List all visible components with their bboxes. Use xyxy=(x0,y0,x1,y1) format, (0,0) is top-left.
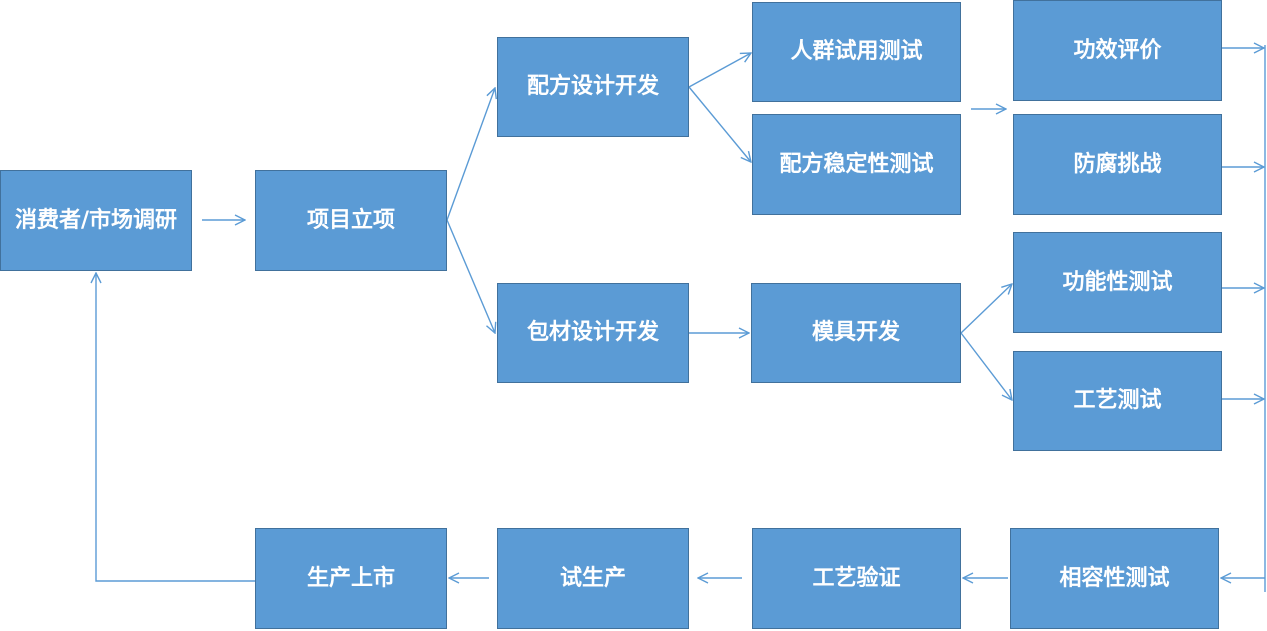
node-pack-dev-label: 包材设计开发 xyxy=(526,320,659,345)
node-project-init: 项目立项 xyxy=(255,170,447,271)
node-formula-dev: 配方设计开发 xyxy=(497,37,689,137)
node-preservative: 防腐挑战 xyxy=(1013,114,1222,215)
node-efficacy: 功效评价 xyxy=(1013,0,1222,101)
arrow-formula-to-trial xyxy=(688,53,751,88)
node-compatibility-label: 相容性测试 xyxy=(1059,565,1170,591)
node-human-trial-label: 人群试用测试 xyxy=(790,39,923,64)
node-pack-dev: 包材设计开发 xyxy=(497,283,689,383)
node-project-init-label: 项目立项 xyxy=(306,207,395,233)
node-formula-stability-label: 配方稳定性测试 xyxy=(779,151,934,177)
node-research: 消费者/市场调研 xyxy=(0,170,192,271)
node-formula-dev-label: 配方设计开发 xyxy=(526,74,659,99)
node-preservative-label: 防腐挑战 xyxy=(1073,151,1162,177)
arrow-launch-to-research xyxy=(96,273,255,582)
node-functional-label: 功能性测试 xyxy=(1062,269,1173,295)
arrow-formula-to-stability xyxy=(688,86,751,162)
node-process-verify-label: 工艺验证 xyxy=(812,565,901,591)
arrow-mold-to-functional xyxy=(960,284,1012,334)
arrow-mold-to-process xyxy=(960,332,1012,400)
node-trial-production: 试生产 xyxy=(497,528,689,629)
node-process-verify: 工艺验证 xyxy=(752,528,961,629)
node-process-test: 工艺测试 xyxy=(1013,351,1222,451)
node-research-label: 消费者/市场调研 xyxy=(14,207,178,233)
node-human-trial: 人群试用测试 xyxy=(752,2,961,102)
node-mold-dev: 模具开发 xyxy=(751,283,961,383)
node-compatibility: 相容性测试 xyxy=(1010,528,1219,629)
node-launch-label: 生产上市 xyxy=(306,565,395,591)
node-process-test-label: 工艺测试 xyxy=(1073,388,1162,413)
arrow-project-to-formula xyxy=(446,88,495,221)
node-efficacy-label: 功效评价 xyxy=(1073,37,1162,63)
node-functional: 功能性测试 xyxy=(1013,232,1222,333)
node-formula-stability: 配方稳定性测试 xyxy=(752,114,961,215)
node-mold-dev-label: 模具开发 xyxy=(811,320,900,345)
arrow-project-to-pack xyxy=(446,219,495,333)
node-launch: 生产上市 xyxy=(255,528,447,629)
node-trial-production-label: 试生产 xyxy=(559,565,626,591)
